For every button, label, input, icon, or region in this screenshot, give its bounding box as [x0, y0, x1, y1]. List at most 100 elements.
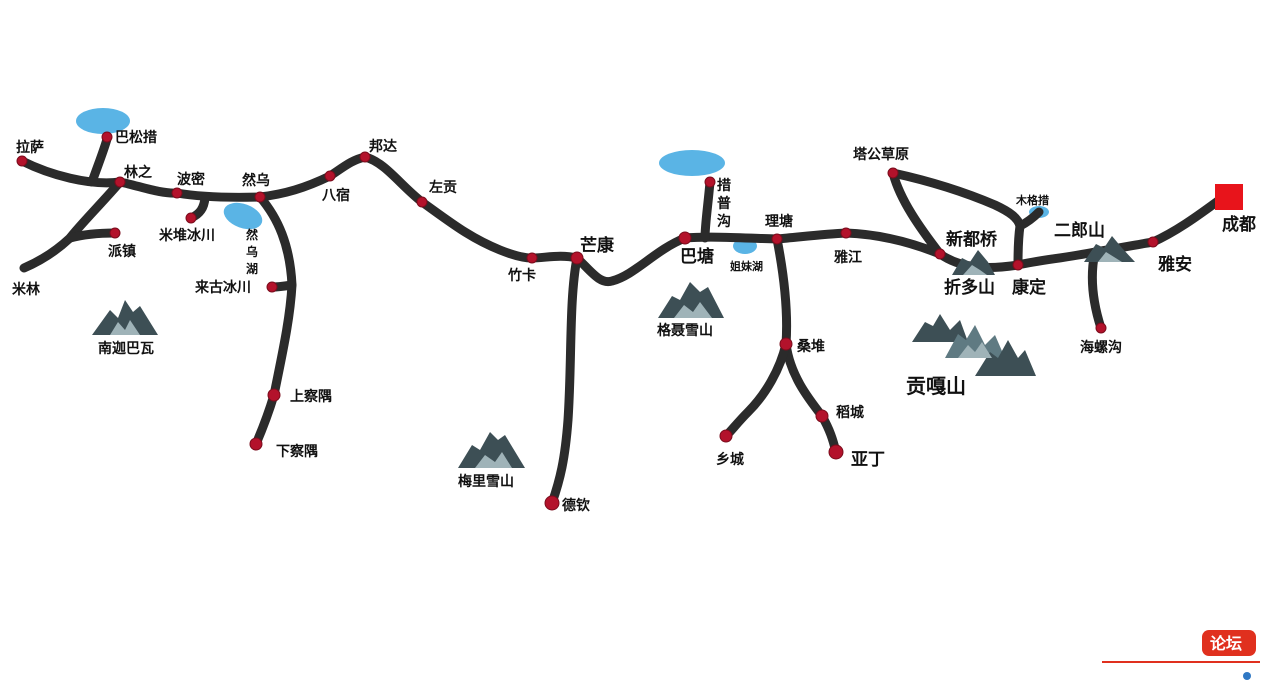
- node-litang: [771, 233, 783, 245]
- city-nodes: [16, 131, 1159, 511]
- label-tagong: 塔公草原: [853, 146, 909, 163]
- label-yading: 亚丁: [851, 450, 885, 470]
- label-shangchayu: 上察隅: [290, 388, 332, 405]
- basongcuo-road: [87, 134, 112, 187]
- label-bangda: 邦达: [369, 138, 397, 155]
- paizhen-road: [65, 228, 120, 243]
- logo-dot-icon: [1243, 672, 1251, 680]
- label-milin: 米林: [12, 281, 40, 298]
- deqin-road: [547, 253, 582, 508]
- node-xiachayu: [249, 437, 263, 451]
- label-xinduqiao: 新都桥: [946, 229, 998, 250]
- label-hailuogou: 海螺沟: [1080, 339, 1122, 356]
- label-deqin: 德钦: [562, 497, 590, 514]
- node-xinduqiao: [934, 248, 946, 260]
- node-shangchayu: [267, 388, 281, 402]
- cuopugou-road: [700, 177, 715, 243]
- place-labels: 拉萨 巴松措 林之 波密 然乌 八宿 邦达 左贡 竹卡 芒康 巴塘 理塘 姐妹湖…: [12, 129, 1256, 514]
- node-yajiang: [840, 227, 852, 239]
- node-paizhen: [109, 227, 121, 239]
- node-linzhi: [114, 176, 126, 188]
- node-midui: [185, 212, 197, 224]
- node-cuopugou: [704, 176, 716, 188]
- geniexueshan-mountain: [658, 282, 724, 318]
- label-erlangshan: 二郎山: [1054, 220, 1105, 241]
- namjagbarwa-mountain: [92, 300, 158, 335]
- label-basongcuo: 巴松措: [115, 129, 157, 146]
- node-tagong: [887, 167, 899, 179]
- node-bomi: [171, 187, 183, 199]
- meilixueshan-mountain: [458, 432, 525, 468]
- label-zheduoshan: 折多山: [944, 277, 995, 298]
- node-zuogong: [416, 196, 428, 208]
- node-yading: [828, 444, 844, 460]
- label-cuopugou-1: 措: [717, 177, 731, 194]
- milin-road: [19, 177, 125, 273]
- label-paizhen: 派镇: [108, 243, 136, 260]
- label-zimeihu: 姐妹湖: [730, 259, 763, 273]
- label-cuopugou-2: 普: [717, 195, 731, 212]
- node-mangkang: [570, 251, 584, 265]
- tagong-loop-left: [888, 168, 945, 259]
- label-lasa: 拉萨: [16, 139, 44, 156]
- node-xiangcheng: [719, 429, 733, 443]
- label-yajiang: 雅江: [834, 249, 862, 266]
- node-lasa: [16, 155, 28, 167]
- logo-text: 论坛: [1210, 634, 1242, 653]
- label-ranwuhu-3: 湖: [246, 261, 258, 276]
- label-zhuka: 竹卡: [507, 267, 536, 284]
- label-litang: 理塘: [765, 213, 793, 230]
- node-laigu: [266, 281, 278, 293]
- label-kangding: 康定: [1012, 277, 1046, 298]
- label-ranwu: 然乌: [242, 172, 270, 189]
- label-zuogong: 左贡: [428, 179, 457, 196]
- node-ranwu: [254, 191, 266, 203]
- node-basongcuo: [101, 131, 113, 143]
- label-yaan: 雅安: [1157, 254, 1192, 275]
- label-basu: 八宿: [321, 187, 350, 204]
- hailuogou-road: [1087, 247, 1106, 333]
- zheduoshan-mountain: [952, 250, 995, 275]
- label-midui: 米堆冰川: [159, 227, 215, 244]
- gonggashan-mountain: [912, 314, 1036, 376]
- label-mangkang: 芒康: [580, 235, 615, 256]
- mugecuo-spur: [1015, 207, 1044, 231]
- node-bangda: [359, 151, 371, 163]
- label-xiachayu: 下察隅: [276, 443, 318, 460]
- node-hailuogou: [1095, 322, 1107, 334]
- label-daocheng: 稻城: [836, 404, 864, 421]
- label-chengdu: 成都: [1222, 214, 1256, 235]
- label-ranwuhu-1: 然: [246, 227, 258, 242]
- erlangshan-mountain: [1084, 236, 1135, 262]
- label-namjagbarwa: 南迦巴瓦: [98, 340, 154, 357]
- daocheng-road: [772, 234, 841, 457]
- node-deqin: [544, 495, 560, 511]
- label-bomi: 波密: [177, 171, 205, 188]
- label-xiangcheng: 乡城: [716, 451, 744, 468]
- node-sangdui: [779, 337, 793, 351]
- node-basu: [324, 170, 336, 182]
- forum-logo: 论坛: [1102, 630, 1260, 680]
- node-kangding: [1012, 259, 1024, 271]
- node-zhuka: [526, 252, 538, 264]
- label-genie: 格聂雪山: [657, 322, 713, 339]
- cuopugou-lake: [659, 150, 725, 176]
- label-ranwuhu-2: 乌: [246, 244, 258, 259]
- node-yaan: [1147, 236, 1159, 248]
- label-mugecuo: 木格措: [1015, 193, 1049, 207]
- kangding-north: [1013, 221, 1025, 270]
- ranwu-lake: [223, 202, 263, 230]
- label-sangdui: 桑堆: [797, 338, 825, 355]
- node-batang: [678, 231, 692, 245]
- label-batang: 巴塘: [680, 246, 714, 267]
- label-cuopugou-3: 沟: [717, 213, 731, 230]
- basongcuo-lake: [76, 108, 130, 134]
- node-daocheng: [815, 409, 829, 423]
- label-laigu: 来古冰川: [194, 279, 251, 296]
- logo-badge: [1202, 630, 1256, 656]
- label-gongga: 贡嘎山: [906, 374, 966, 398]
- xiangcheng-road: [721, 339, 791, 441]
- label-meili: 梅里雪山: [458, 473, 514, 490]
- chengdu-marker: [1215, 184, 1243, 210]
- chayu-road: [251, 192, 297, 449]
